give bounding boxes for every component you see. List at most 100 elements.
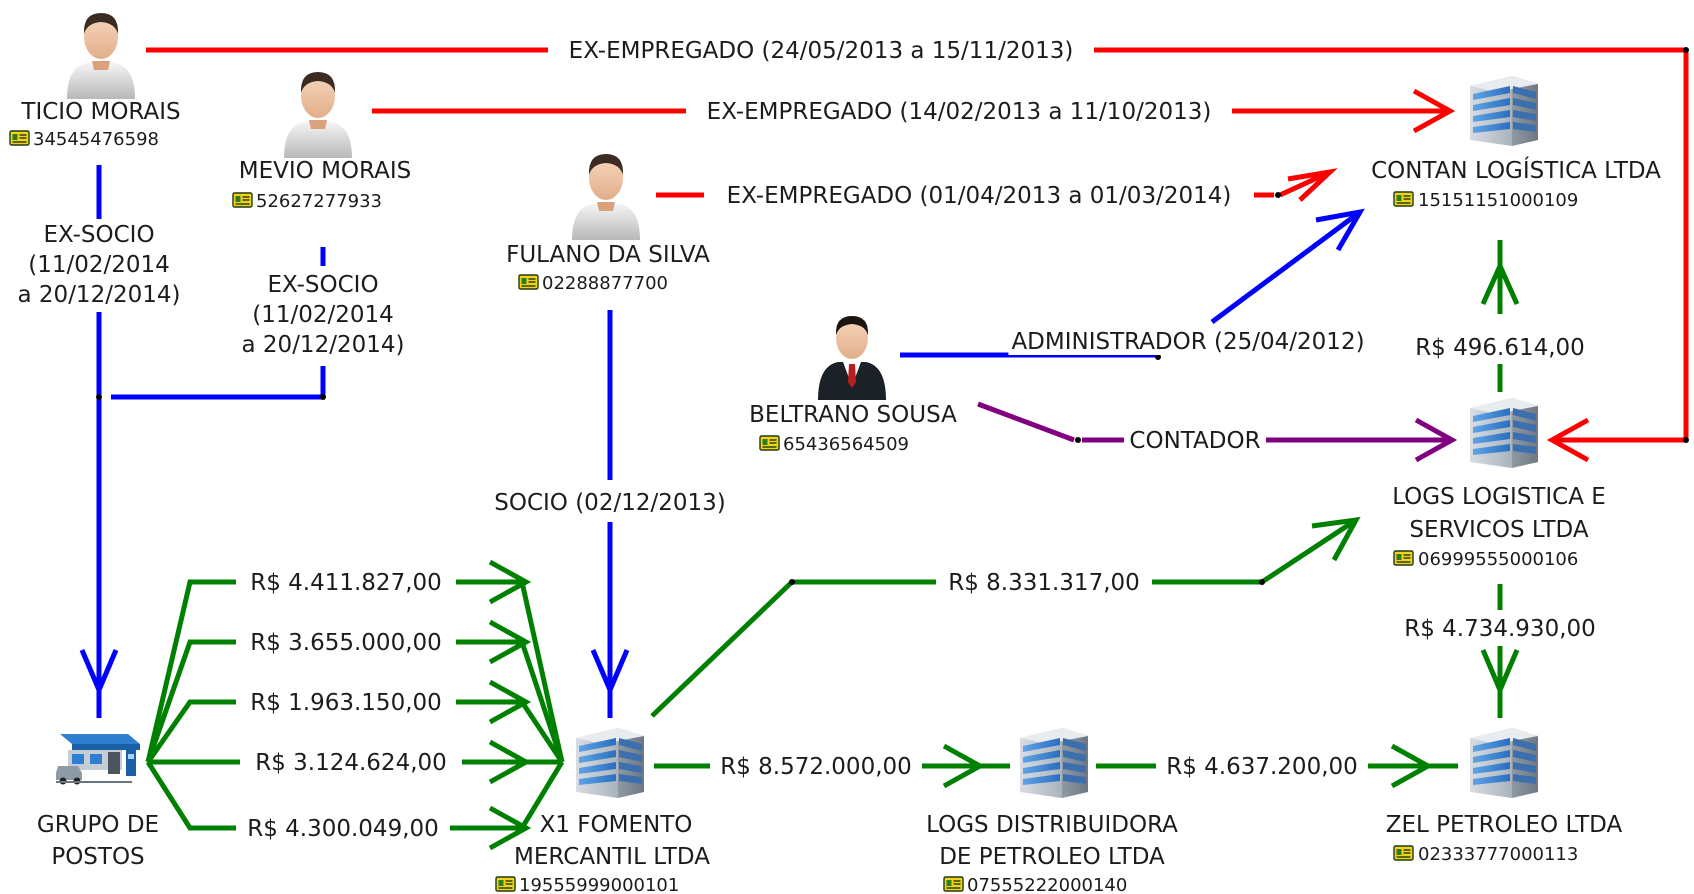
person-icon	[572, 154, 640, 240]
node-name: BELTRANO SOUSA	[749, 402, 957, 428]
ticio-employment-label: EX-EMPREGADO (24/05/2013 a 15/11/2013)	[569, 38, 1074, 64]
payment-label-grupo-3: R$ 1.963.150,00	[250, 690, 442, 716]
edge-fulano-x1-socio	[590, 310, 630, 718]
node-name-line1: X1 FOMENTO	[540, 812, 693, 838]
label-background	[717, 754, 915, 780]
label-background	[252, 750, 450, 776]
gas-station-icon	[55, 733, 141, 786]
edge-logs-zel-payment	[1480, 584, 1520, 718]
person-icon	[67, 13, 135, 99]
payment-label-distribuidora-zel: R$ 4.637.200,00	[1166, 754, 1358, 780]
node-name-line1: GRUPO DE	[37, 812, 159, 838]
payment-label-grupo-1: R$ 4.411.827,00	[250, 570, 442, 596]
node-name: ZEL PETROLEO LTDA	[1386, 812, 1623, 838]
ticio-socio-label-line2: (11/02/2014	[28, 252, 170, 278]
id-card-icon	[232, 192, 253, 208]
edge-logs-contan-payment	[1480, 240, 1520, 392]
mevio-employment-label: EX-EMPREGADO (14/02/2013 a 11/10/2013)	[707, 99, 1212, 125]
edge-fulano-contan-employment	[656, 168, 1338, 202]
ticio-socio-label-line3: a 20/12/2014)	[18, 282, 181, 308]
id-card-icon	[518, 274, 539, 290]
label-background	[247, 630, 445, 656]
edge-labels-layer: EX-EMPREGADO (24/05/2013 a 15/11/2013) E…	[14, 38, 1599, 842]
beltrano-contador-label: CONTADOR	[1129, 428, 1260, 454]
node-name: FULANO DA SILVA	[506, 242, 710, 268]
node-name-line1: LOGS LOGISTICA E	[1392, 484, 1606, 510]
payment-label-logs-contan: R$ 496.614,00	[1415, 335, 1585, 361]
beltrano-admin-label: ADMINISTRADOR (25/04/2012)	[1011, 329, 1364, 355]
label-background	[1401, 616, 1599, 642]
person-icon	[284, 72, 352, 158]
node-logs-distribuidora[interactable]: LOGS DISTRIBUIDORA DE PETROLEO LTDA 0755…	[926, 728, 1178, 894]
label-background	[1008, 329, 1368, 355]
edge-ticio-logs-employment	[146, 47, 1689, 463]
node-id: 15151151000109	[1418, 190, 1578, 211]
id-card-icon	[759, 435, 780, 451]
node-id: 02288877700	[542, 273, 668, 294]
node-name-line2: SERVICOS LTDA	[1409, 517, 1588, 543]
node-name-line1: LOGS DISTRIBUIDORA	[926, 812, 1178, 838]
id-card-icon	[1393, 550, 1414, 566]
node-ticio-morais[interactable]: TICIO MORAIS 34545476598	[9, 13, 181, 150]
edge-x1-distribuidora-payment	[654, 743, 1010, 789]
mevio-socio-label-line3: a 20/12/2014)	[242, 332, 405, 358]
edge-beltrano-logs-contador	[977, 401, 1458, 463]
node-id: 52627277933	[256, 191, 382, 212]
label-background	[703, 99, 1215, 125]
node-id: 02333777000113	[1418, 844, 1578, 865]
label-background	[25, 252, 173, 278]
label-background	[244, 816, 442, 842]
businessman-icon	[818, 316, 886, 400]
edge-mevio-contan-employment	[372, 88, 1456, 134]
node-beltrano-sousa[interactable]: BELTRANO SOUSA 65436564509	[749, 316, 957, 455]
node-name-line2: POSTOS	[51, 844, 144, 870]
node-id: 06999555000106	[1418, 549, 1578, 570]
label-background	[491, 490, 729, 516]
label-background	[1163, 754, 1361, 780]
id-card-icon	[1393, 191, 1414, 207]
payment-label-grupo-5: R$ 4.300.049,00	[247, 816, 439, 842]
edge-socios-grupo	[79, 165, 326, 718]
label-background	[723, 183, 1235, 209]
building-icon	[1470, 728, 1538, 798]
node-id: 65436564509	[783, 434, 909, 455]
label-background	[264, 272, 382, 298]
payment-label-grupo-4: R$ 3.124.624,00	[255, 750, 447, 776]
edge-x1-logs-logistica-payment	[650, 516, 1361, 718]
label-background	[247, 690, 445, 716]
node-fulano-da-silva[interactable]: FULANO DA SILVA 02288877700	[506, 154, 710, 294]
ticio-socio-label-line1: EX-SOCIO	[43, 222, 154, 248]
building-icon	[1470, 76, 1538, 146]
building-icon	[576, 728, 644, 798]
mevio-socio-label-line1: EX-SOCIO	[267, 272, 378, 298]
node-zel-petroleo[interactable]: ZEL PETROLEO LTDA 02333777000113	[1386, 728, 1623, 865]
label-background	[238, 332, 408, 358]
node-id: 34545476598	[33, 129, 159, 150]
payment-label-logs-zel: R$ 4.734.930,00	[1404, 616, 1596, 642]
fulano-socio-label: SOCIO (02/12/2013)	[494, 490, 725, 516]
node-grupo-de-postos[interactable]: GRUPO DE POSTOS	[37, 733, 159, 870]
node-logs-logistica[interactable]: LOGS LOGISTICA E SERVICOS LTDA 069995550…	[1392, 398, 1606, 570]
node-name-line2: MERCANTIL LTDA	[514, 844, 710, 870]
label-background	[565, 38, 1077, 64]
building-icon	[1470, 398, 1538, 468]
node-contan-logistica[interactable]: CONTAN LOGÍSTICA LTDA 15151151000109	[1371, 76, 1661, 211]
node-id: 07555222000140	[967, 875, 1127, 894]
node-mevio-morais[interactable]: MEVIO MORAIS 52627277933	[232, 72, 411, 212]
label-background	[14, 282, 184, 308]
node-name: MEVIO MORAIS	[239, 158, 411, 184]
payment-label-grupo-2: R$ 3.655.000,00	[250, 630, 442, 656]
id-card-icon	[9, 130, 30, 146]
label-background	[1412, 335, 1588, 361]
mevio-socio-label-line2: (11/02/2014	[252, 302, 394, 328]
label-background	[945, 570, 1143, 596]
label-background	[249, 302, 397, 328]
node-name: CONTAN LOGÍSTICA LTDA	[1371, 156, 1661, 184]
node-id: 19555999000101	[519, 875, 679, 894]
edge-grupo-x1-payments	[145, 559, 565, 851]
label-background	[247, 570, 445, 596]
payment-label-x1-distribuidora: R$ 8.572.000,00	[720, 754, 912, 780]
label-background	[1126, 428, 1264, 454]
node-x1-fomento[interactable]: X1 FOMENTO MERCANTIL LTDA 19555999000101	[495, 728, 710, 894]
